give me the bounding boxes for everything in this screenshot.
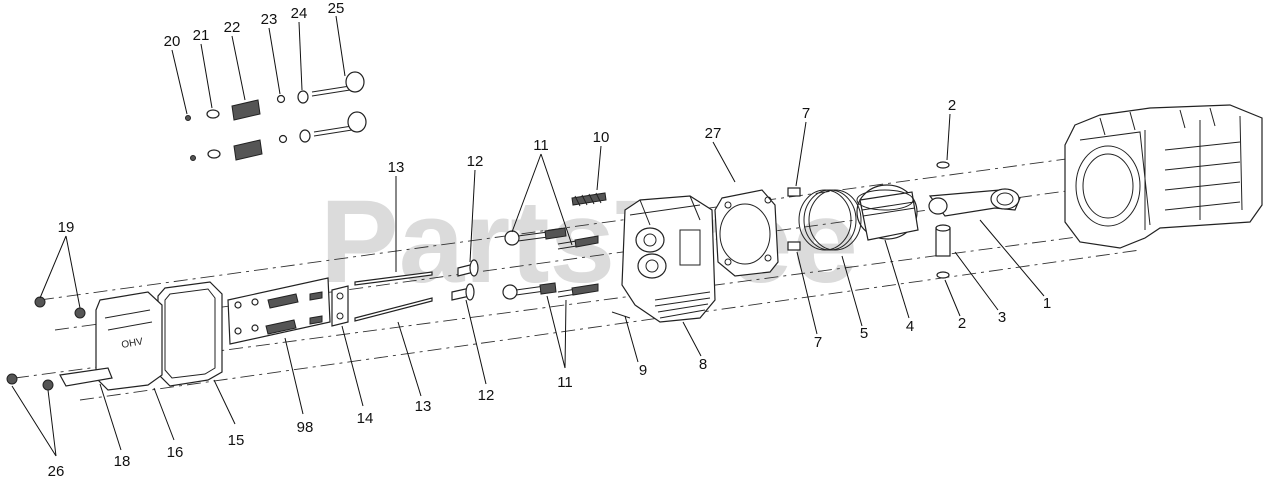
callout-13-bottom: 13 <box>415 398 432 415</box>
callout-18: 18 <box>114 453 131 470</box>
spark-plug <box>571 192 607 207</box>
callout-19: 19 <box>58 219 75 236</box>
callout-23: 23 <box>261 11 278 28</box>
callout-3: 3 <box>998 309 1006 326</box>
callout-27: 27 <box>705 125 722 142</box>
rocker-arm-assembly <box>227 277 331 345</box>
piston-pin <box>935 224 951 257</box>
callout-7-top: 7 <box>802 105 810 122</box>
head-gasket <box>714 189 779 277</box>
piston <box>856 184 919 241</box>
callout-labels: 20 21 22 23 24 25 13 12 11 10 27 7 2 19 … <box>48 0 1052 480</box>
push-rod-guide-plate <box>331 285 349 327</box>
callout-11-bottom: 11 <box>557 374 573 391</box>
callout-21: 21 <box>193 27 210 44</box>
callout-2-bottom: 2 <box>958 315 966 332</box>
piston-pin-clip-upper <box>936 161 950 169</box>
piston-pin-clip-lower <box>936 271 950 279</box>
valve-cover: OHV <box>95 291 163 391</box>
head-bolts <box>502 227 599 300</box>
callout-24: 24 <box>291 5 308 22</box>
piston-rings <box>798 189 862 251</box>
callout-2-top: 2 <box>948 97 956 114</box>
callout-8: 8 <box>699 356 707 373</box>
callout-20: 20 <box>164 33 181 50</box>
callout-16: 16 <box>167 444 184 461</box>
callout-5: 5 <box>860 325 868 342</box>
bracket <box>59 367 113 387</box>
callout-98: 98 <box>297 419 314 436</box>
dowel-pin-lower <box>787 241 801 251</box>
leader-lines <box>11 15 1045 457</box>
valve-cover-logo: OHV <box>121 336 145 351</box>
valve-cover-gasket <box>157 281 223 387</box>
callout-1: 1 <box>1043 295 1051 312</box>
connecting-rod <box>928 188 1021 217</box>
dowel-pin-upper <box>787 187 801 197</box>
callout-7-bottom: 7 <box>814 334 822 351</box>
callout-14: 14 <box>357 410 374 427</box>
callout-22: 22 <box>224 19 241 36</box>
cylinder-head <box>621 195 716 323</box>
callout-4: 4 <box>906 318 914 335</box>
clip <box>611 311 631 319</box>
callout-15: 15 <box>228 432 245 449</box>
callout-12-top: 12 <box>467 153 484 170</box>
crankcase <box>1064 104 1263 249</box>
callout-12-bottom: 12 <box>478 387 495 404</box>
cover-screws <box>6 296 86 391</box>
callout-9: 9 <box>639 362 647 379</box>
valve-guides <box>451 259 479 301</box>
callout-25: 25 <box>328 0 345 17</box>
callout-11-top: 11 <box>533 137 549 154</box>
valve-train-lower <box>190 111 367 161</box>
push-rod-upper <box>354 271 433 286</box>
push-rod-lower <box>354 297 433 322</box>
valve-train-upper <box>185 71 365 121</box>
callout-26: 26 <box>48 463 65 480</box>
callout-10: 10 <box>593 129 610 146</box>
callout-13-top: 13 <box>388 159 405 176</box>
